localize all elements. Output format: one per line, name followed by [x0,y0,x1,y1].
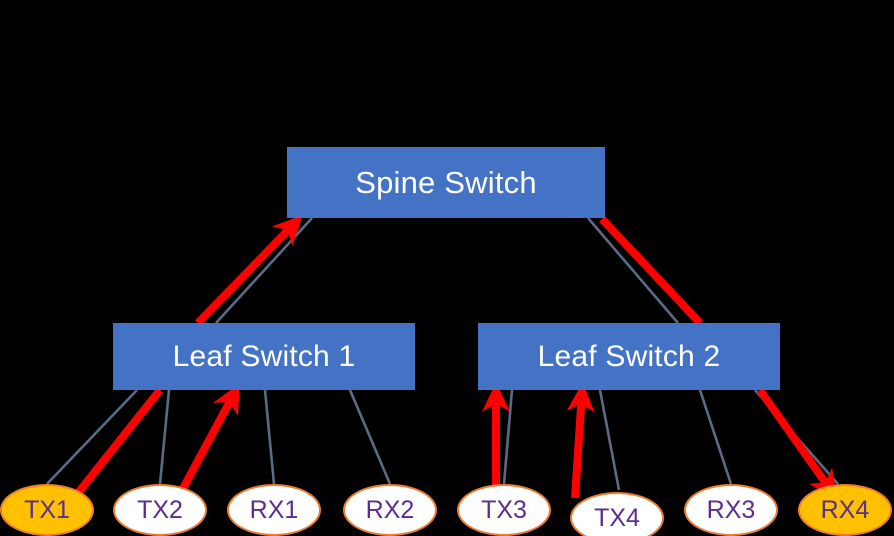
highlight-links [74,215,838,500]
leaf1-to-spine [215,217,313,324]
leaf1-to-spine-highlight [195,215,303,326]
endpoint-rx1[interactable]: RX1 [227,484,321,536]
endpoint-tx4[interactable]: TX4 [570,492,664,536]
endpoint-label: RX4 [820,495,870,524]
endpoint-label: RX3 [706,495,756,524]
rx2-to-leaf1 [348,389,392,485]
endpoint-tx3[interactable]: TX3 [457,484,551,536]
leaf2-to-spine [587,217,679,324]
spine-to-leaf2-highlight [599,216,703,326]
endpoint-label: RX1 [249,495,299,524]
endpoint-tx1[interactable]: TX1 [0,484,94,536]
endpoint-rx2[interactable]: RX2 [343,484,437,536]
endpoint-label: TX2 [137,495,183,524]
tx2-to-leaf1 [158,389,171,485]
spine-switch-node[interactable]: Spine Switch [287,147,605,218]
tx4-to-leaf2 [598,389,621,491]
leaf-switch-1-label: Leaf Switch 1 [172,339,356,373]
tx3-to-leaf2 [502,389,514,485]
rx1-to-leaf1 [263,389,276,485]
endpoint-rx3[interactable]: RX3 [684,484,778,536]
endpoint-label: TX1 [24,495,70,524]
spine-switch-label: Spine Switch [355,164,537,200]
endpoint-rx4[interactable]: RX4 [798,484,892,536]
endpoint-label: RX2 [365,495,415,524]
tx2-to-leaf1-highlight [176,383,240,496]
leaf-switch-2-label: Leaf Switch 2 [537,339,721,373]
tx1-to-leaf1-highlight [74,387,164,496]
leaf2-to-rx4-highlight [756,387,838,500]
leaf-switch-1-node[interactable]: Leaf Switch 1 [113,323,415,390]
leaf-switch-2-node[interactable]: Leaf Switch 2 [478,323,780,390]
tx4-to-leaf2-highlight [566,382,595,499]
endpoint-label: TX3 [481,495,527,524]
rx3-to-leaf2 [698,389,733,485]
tx1-to-leaf1 [46,389,138,485]
endpoint-label: TX4 [594,503,640,532]
endpoint-tx2[interactable]: TX2 [113,484,207,536]
